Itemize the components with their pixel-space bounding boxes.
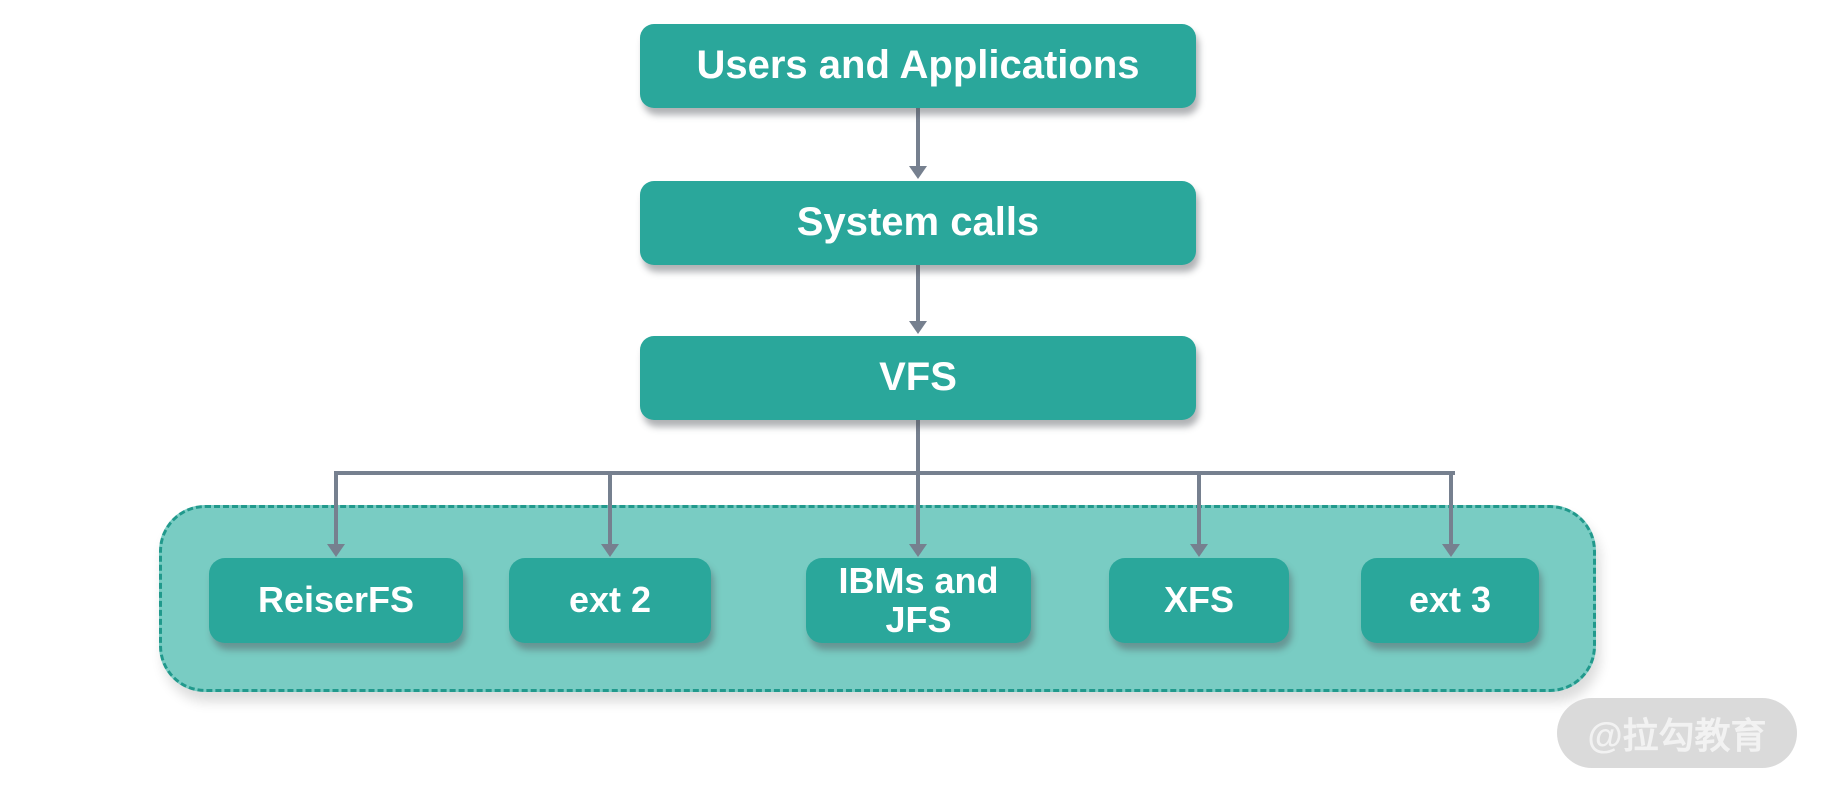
node-ext2: ext 2: [509, 558, 711, 643]
connector-users-to-syscalls: [916, 108, 920, 166]
connector-drop-ext2: [608, 473, 612, 544]
node-reiserfs: ReiserFS: [209, 558, 463, 643]
node-vfs: VFS: [640, 336, 1196, 420]
arrowhead-xfs: [1190, 544, 1208, 557]
node-users-and-applications: Users and Applications: [640, 24, 1196, 108]
connector-fanout-rail: [334, 471, 1455, 475]
arrowhead-ext3: [1442, 544, 1460, 557]
connector-drop-ext3: [1449, 473, 1453, 544]
connector-vfs-trunk: [916, 420, 920, 544]
node-ext3: ext 3: [1361, 558, 1539, 643]
connector-drop-reiserfs: [334, 473, 338, 544]
watermark-badge: @拉勾教育: [1557, 698, 1797, 768]
arrowhead-reiserfs: [327, 544, 345, 557]
connector-drop-xfs: [1197, 473, 1201, 544]
arrowhead-syscalls-to-vfs: [909, 321, 927, 334]
node-system-calls: System calls: [640, 181, 1196, 265]
connector-syscalls-to-vfs: [916, 265, 920, 321]
arrowhead-ext2: [601, 544, 619, 557]
node-ibms-jfs: IBMs and JFS: [806, 558, 1031, 643]
node-xfs: XFS: [1109, 558, 1289, 643]
arrowhead-users-to-syscalls: [909, 166, 927, 179]
arrowhead-ibms-jfs: [909, 544, 927, 557]
